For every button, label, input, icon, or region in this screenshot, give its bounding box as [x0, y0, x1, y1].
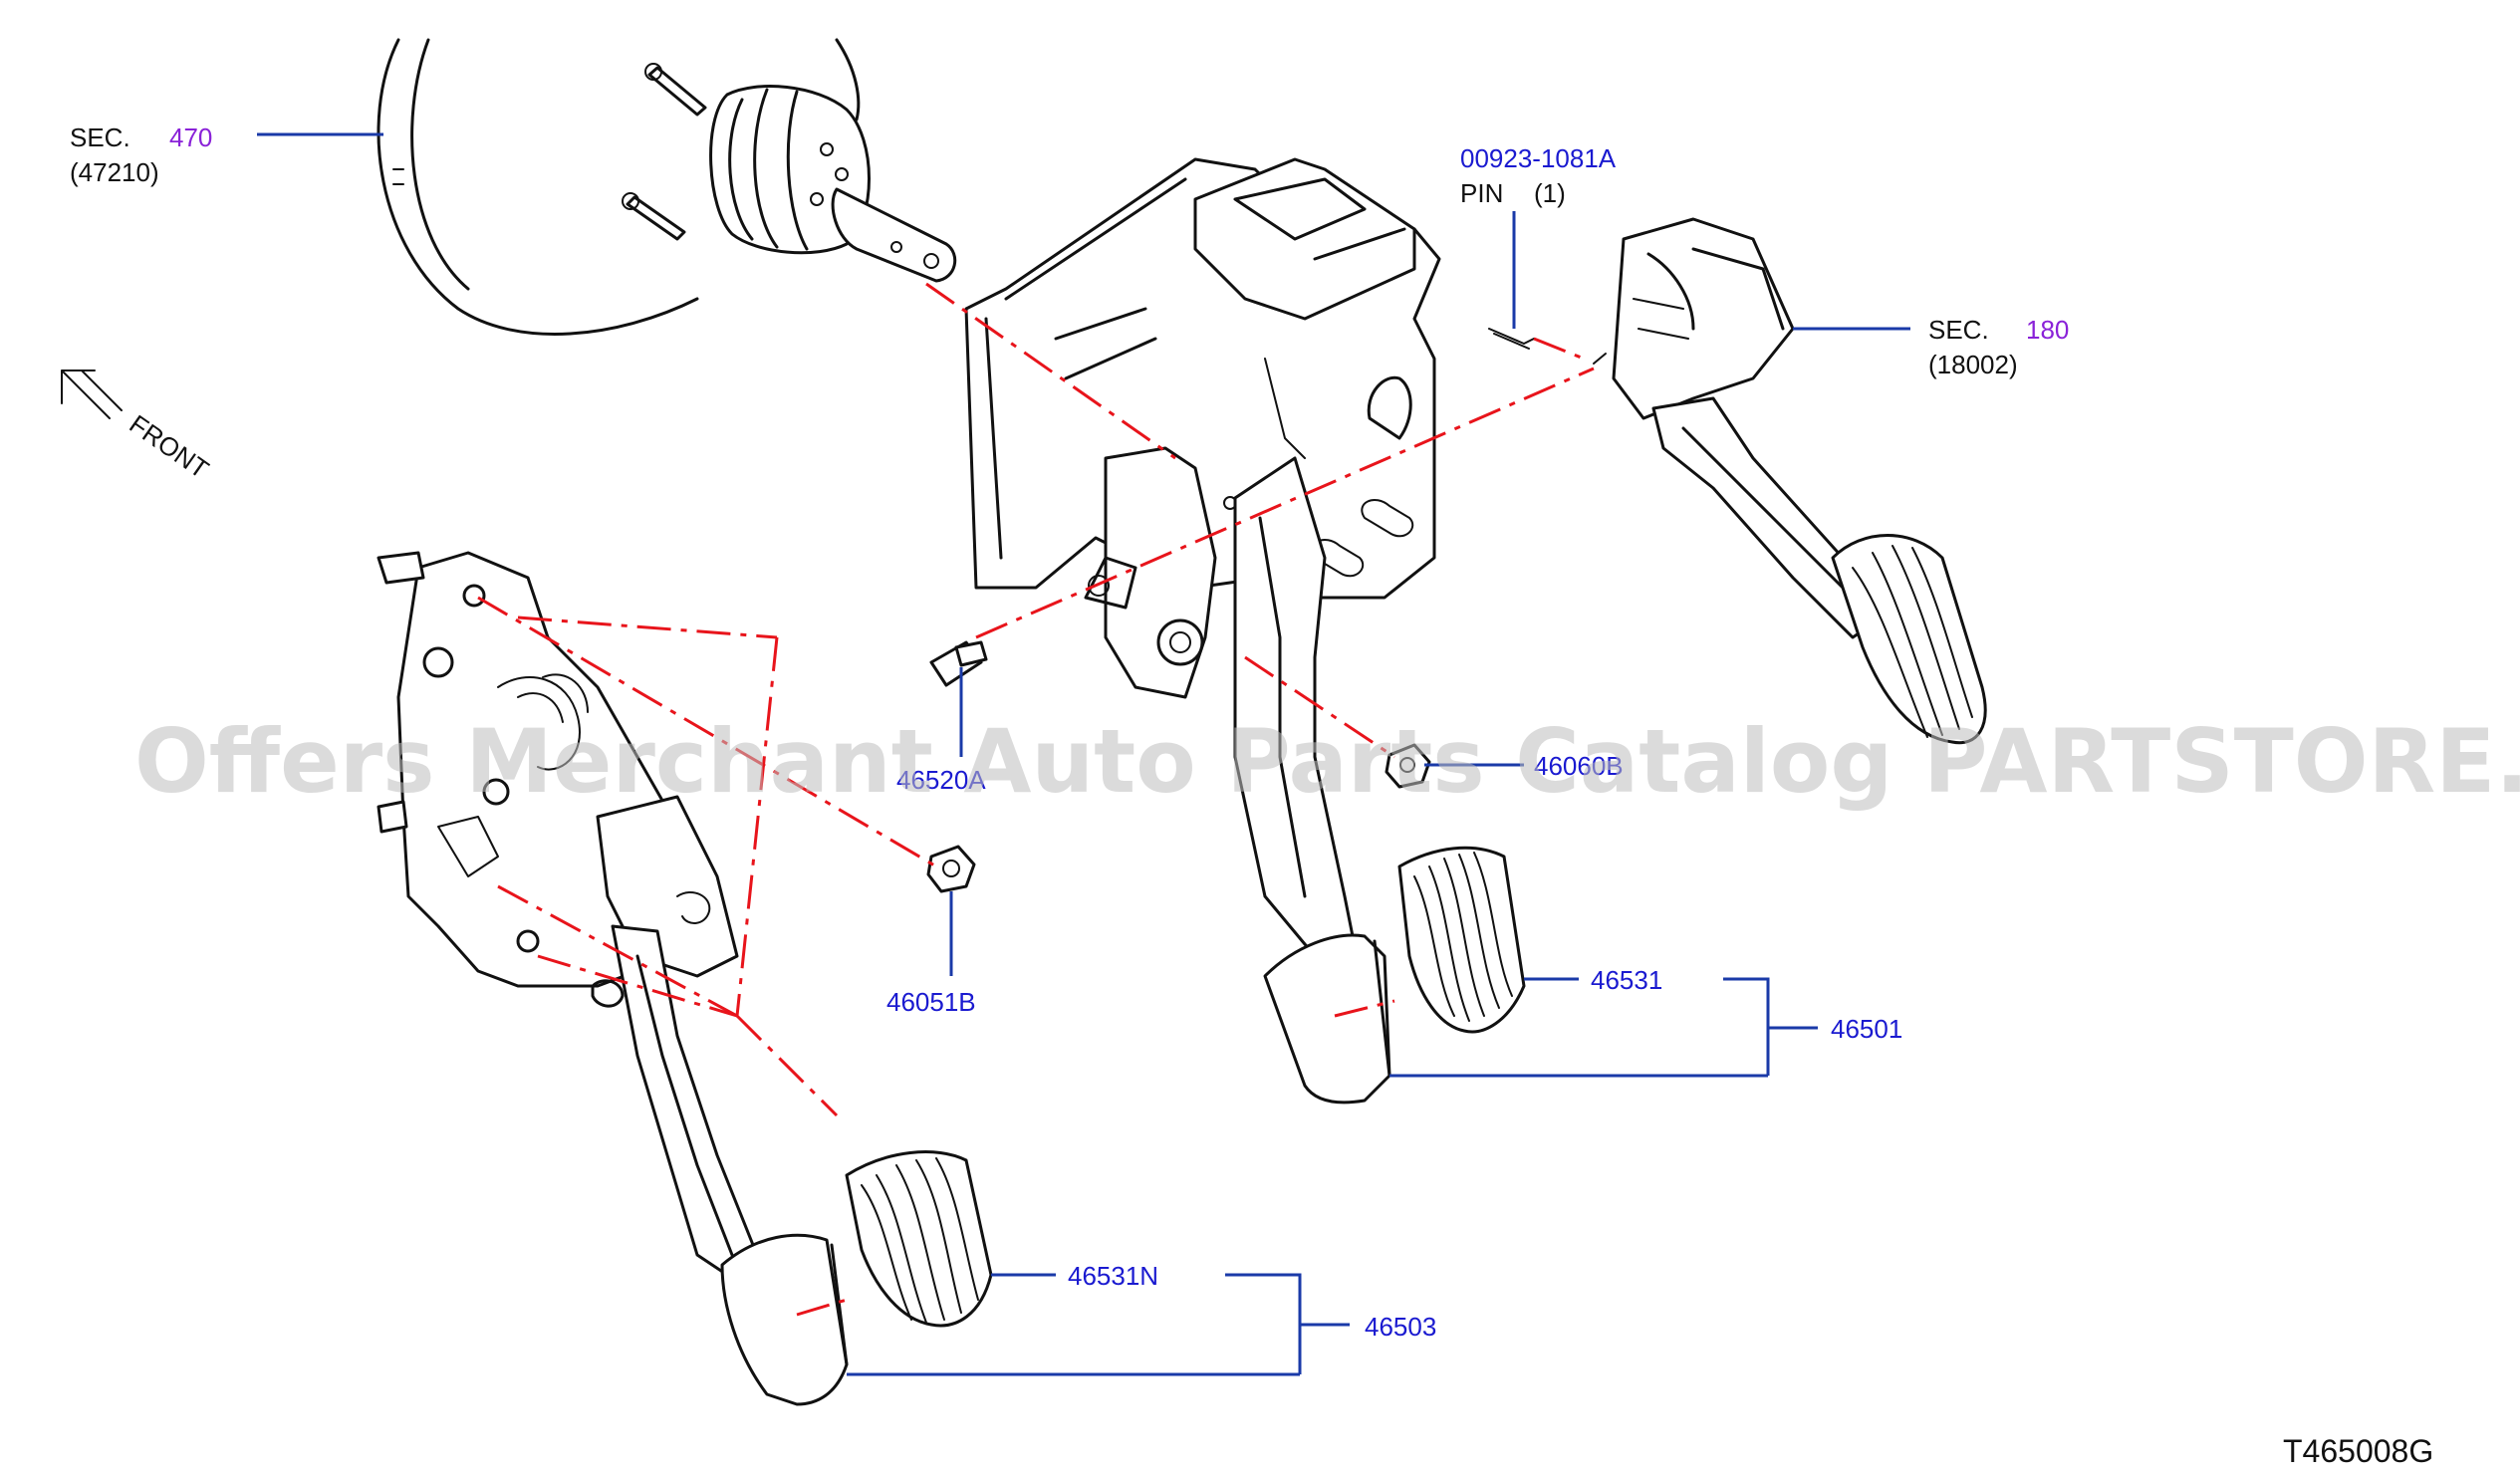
clutch-pad-part-number[interactable]: 46531N: [1068, 1261, 1158, 1291]
sec-470-prefix: SEC.: [70, 123, 130, 152]
pin-name: PIN: [1460, 178, 1503, 208]
brake-pedal-bracket-drawing: [964, 157, 1441, 699]
brake-pad-part-number[interactable]: 46531: [1591, 965, 1662, 995]
pin-part-number[interactable]: 00923-1081A: [1460, 143, 1617, 173]
brake-booster-drawing: [377, 38, 957, 336]
pin-qty: (1): [1534, 178, 1566, 208]
front-arrow-icon: [61, 370, 123, 419]
clutch-pedal-drawing: [377, 551, 993, 1406]
leader-lines: [257, 132, 1910, 1376]
sec-180-number[interactable]: 180: [2026, 315, 2069, 345]
sec-180-code: (18002): [1928, 350, 2018, 379]
centerlines: [477, 282, 1595, 1317]
small-parts-drawing: [926, 328, 1535, 893]
brake-pedal-drawing: [1233, 456, 1526, 1105]
clutch-assy-part-number[interactable]: 46503: [1365, 1312, 1436, 1342]
nut-upper-part-number[interactable]: 46060B: [1534, 751, 1624, 781]
brake-assy-part-number[interactable]: 46501: [1831, 1014, 1902, 1044]
sec-470-number[interactable]: 470: [169, 123, 212, 152]
sec-180-prefix: SEC.: [1928, 315, 1989, 345]
watermark: Offers Merchant Auto Parts Catalog PARTS…: [134, 710, 2520, 813]
front-label: FRONT: [125, 408, 215, 484]
accelerator-pedal-drawing: [1593, 217, 1987, 745]
drawing-code: T465008G: [2283, 1433, 2433, 1469]
sec-470-code: (47210): [70, 157, 159, 187]
nut-lower-part-number[interactable]: 46051B: [886, 987, 976, 1017]
bolt-part-number[interactable]: 46520A: [896, 765, 986, 795]
